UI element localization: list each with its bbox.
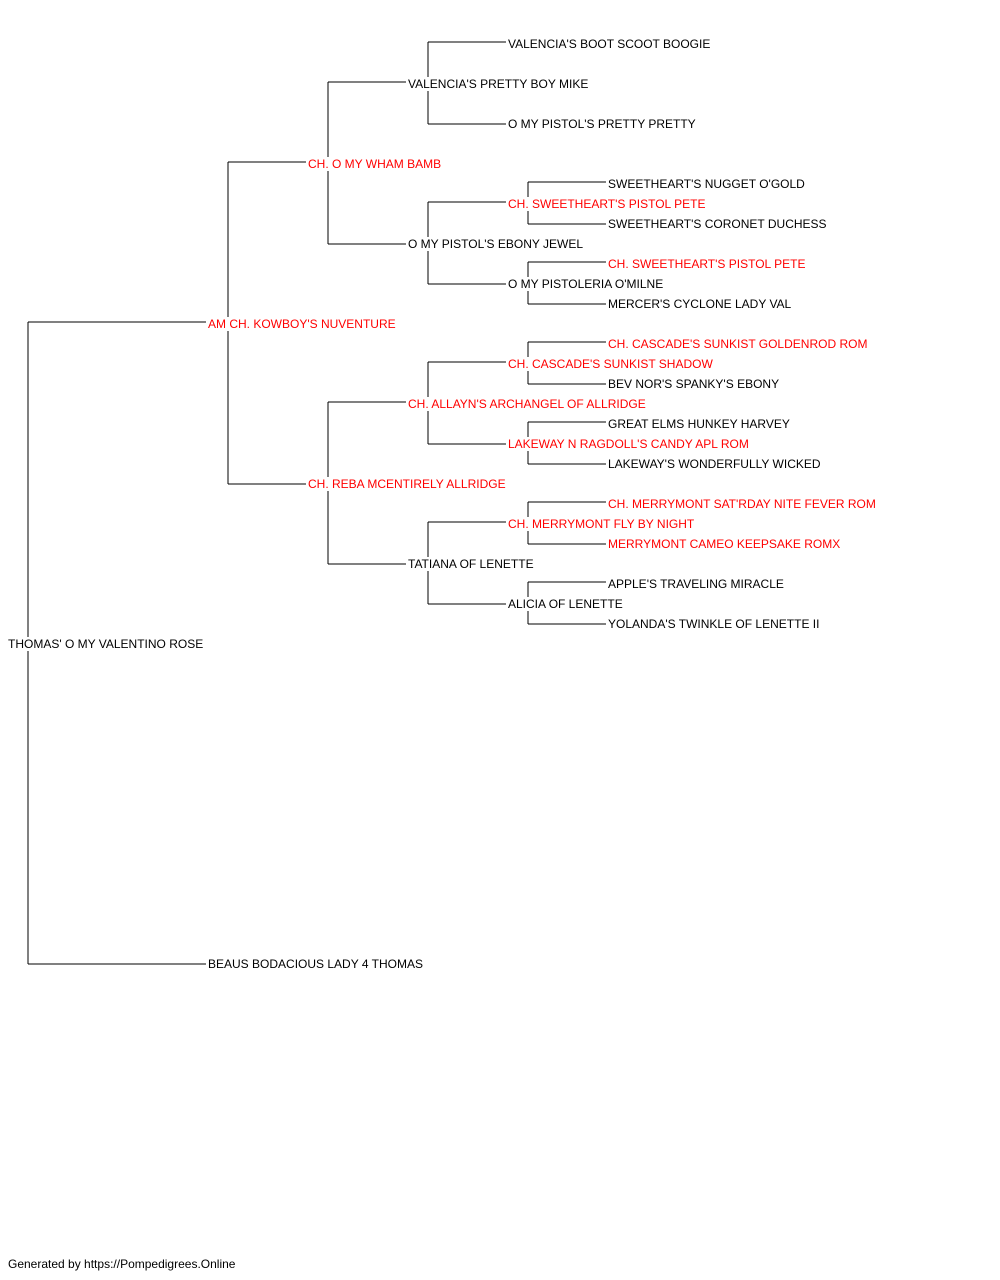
ancestor-name: O MY PISTOL'S PRETTY PRETTY (508, 117, 698, 131)
ancestor-name: ALICIA OF LENETTE (508, 597, 625, 611)
generated-by-footer: Generated by https://Pompedigrees.Online (8, 1257, 236, 1271)
ancestor-name: SWEETHEART'S NUGGET O'GOLD (608, 177, 807, 191)
ancestor-name: BEV NOR'S SPANKY'S EBONY (608, 377, 782, 391)
ancestor-name: SWEETHEART'S CORONET DUCHESS (608, 217, 829, 231)
ancestor-name: CH. CASCADE'S SUNKIST SHADOW (508, 357, 715, 371)
ancestor-name: VALENCIA'S BOOT SCOOT BOOGIE (508, 37, 713, 51)
ancestor-name: LAKEWAY N RAGDOLL'S CANDY APL ROM (508, 437, 751, 451)
ancestor-name: O MY PISTOLERIA O'MILNE (508, 277, 666, 291)
subject-dog-name: THOMAS' O MY VALENTINO ROSE (8, 637, 206, 651)
ancestor-name: O MY PISTOL'S EBONY JEWEL (408, 237, 586, 251)
ancestor-name: CH. MERRYMONT FLY BY NIGHT (508, 517, 697, 531)
ancestor-name: GREAT ELMS HUNKEY HARVEY (608, 417, 792, 431)
sire-name: AM CH. KOWBOY'S NUVENTURE (208, 317, 398, 331)
sire-dam-name: CH. REBA MCENTIRELY ALLRIDGE (308, 477, 508, 491)
ancestor-name: VALENCIA'S PRETTY BOY MIKE (408, 77, 591, 91)
ancestor-name: CH. MERRYMONT SAT'RDAY NITE FEVER ROM (608, 497, 878, 511)
ancestor-name: APPLE'S TRAVELING MIRACLE (608, 577, 786, 591)
ancestor-name: MERCER'S CYCLONE LADY VAL (608, 297, 794, 311)
ancestor-name: CH. SWEETHEART'S PISTOL PETE (608, 257, 808, 271)
ancestor-name: CH. SWEETHEART'S PISTOL PETE (508, 197, 708, 211)
ancestor-name: TATIANA OF LENETTE (408, 557, 536, 571)
sire-sire-name: CH. O MY WHAM BAMB (308, 157, 444, 171)
ancestor-name: YOLANDA'S TWINKLE OF LENETTE II (608, 617, 822, 631)
ancestor-name: LAKEWAY'S WONDERFULLY WICKED (608, 457, 823, 471)
dam-name: BEAUS BODACIOUS LADY 4 THOMAS (208, 957, 425, 971)
ancestor-name: CH. ALLAYN'S ARCHANGEL OF ALLRIDGE (408, 397, 648, 411)
ancestor-name: CH. CASCADE'S SUNKIST GOLDENROD ROM (608, 337, 870, 351)
ancestor-name: MERRYMONT CAMEO KEEPSAKE ROMX (608, 537, 843, 551)
